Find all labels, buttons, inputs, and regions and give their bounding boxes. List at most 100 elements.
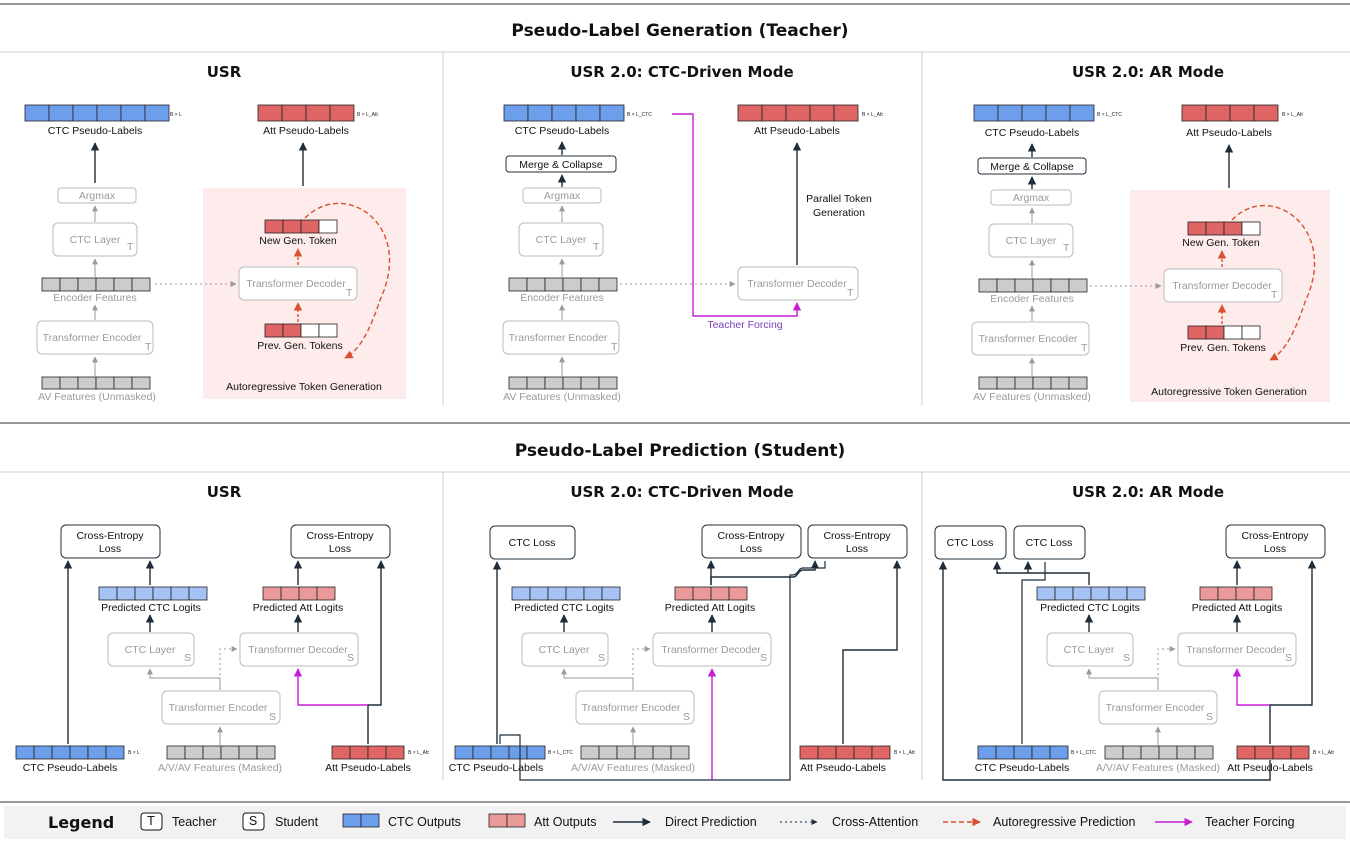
token-cell bbox=[1205, 325, 1225, 340]
token-cell bbox=[1049, 745, 1069, 760]
token-cell bbox=[508, 376, 528, 390]
token-cell bbox=[511, 586, 531, 601]
legend: Legend T Teacher S Student CTC Outputs A… bbox=[4, 806, 1346, 839]
argmax-box bbox=[57, 187, 137, 204]
token-cell bbox=[113, 376, 133, 390]
ctc-layer-box bbox=[988, 223, 1074, 258]
new-gen-token-cells bbox=[1187, 221, 1261, 236]
token-cell bbox=[1054, 586, 1074, 601]
token-cell bbox=[544, 277, 564, 292]
token-cell bbox=[1069, 104, 1095, 122]
teacher-panel-title-ar-mode: USR 2.0: AR Mode bbox=[1072, 63, 1224, 81]
token-cell bbox=[503, 104, 529, 122]
token-cell bbox=[565, 586, 585, 601]
ctc-pseudo-labels-label: CTC Pseudo-Labels bbox=[985, 127, 1080, 139]
student-ctc-driven-panel: CTC Loss Cross-Entropy Loss Cross-Entrop… bbox=[449, 524, 915, 781]
att-pseudo-labels-label: Att Pseudo-Labels bbox=[325, 762, 411, 774]
token-cell bbox=[77, 376, 97, 390]
merge-collapse-label: Merge & Collapse bbox=[990, 161, 1074, 173]
dim-annotation: B × L bbox=[170, 112, 182, 118]
dim-annotation: B × L bbox=[128, 750, 140, 756]
token-cell bbox=[1032, 278, 1052, 293]
token-cell bbox=[997, 104, 1023, 122]
token-cell bbox=[262, 586, 282, 601]
token-cell bbox=[454, 745, 474, 760]
loss-label: Loss bbox=[99, 543, 121, 555]
new-gen-token-label: New Gen. Token bbox=[259, 235, 337, 247]
ctc-pseudo-labels-label: CTC Pseudo-Labels bbox=[975, 762, 1070, 774]
masked-feature-cells bbox=[580, 745, 690, 760]
token-cell bbox=[737, 104, 763, 122]
token-cell bbox=[785, 104, 811, 122]
merge-collapse-label: Merge & Collapse bbox=[519, 159, 603, 171]
dim-annotation: B × L_Att bbox=[1313, 750, 1334, 756]
transformer-encoder-box bbox=[36, 320, 154, 355]
token-cell bbox=[264, 323, 284, 338]
token-cell bbox=[152, 586, 172, 601]
token-cell bbox=[692, 586, 712, 601]
att-pseudo-label-cells bbox=[737, 104, 859, 122]
token-cell bbox=[488, 813, 508, 828]
token-cell bbox=[256, 745, 276, 760]
att-pseudo-labels-label: Att Pseudo-Labels bbox=[1186, 127, 1272, 139]
merge-collapse-box bbox=[505, 155, 617, 173]
token-cell bbox=[580, 277, 600, 292]
prev-gen-token-cells bbox=[1187, 325, 1261, 340]
student-usr-panel: Cross-Entropy Loss Cross-Entropy Loss Pr… bbox=[15, 524, 429, 774]
token-cell bbox=[113, 277, 133, 292]
token-cell bbox=[41, 277, 61, 292]
ctc-layer-box bbox=[521, 632, 609, 667]
token-cell bbox=[761, 104, 787, 122]
predicted-ctc-logit-cells bbox=[98, 586, 208, 601]
predicted-ctc-logits-label: Predicted CTC Logits bbox=[514, 602, 614, 614]
token-cell bbox=[116, 586, 136, 601]
att-pseudo-label-cells bbox=[257, 104, 355, 122]
encoder-features-label: Encoder Features bbox=[520, 292, 603, 304]
predicted-ctc-logits-label: Predicted CTC Logits bbox=[1040, 602, 1140, 614]
token-cell bbox=[977, 745, 997, 760]
token-cell bbox=[1176, 745, 1196, 760]
transformer-encoder-label: Transformer Encoder bbox=[43, 332, 142, 344]
token-cell bbox=[51, 745, 71, 760]
token-cell bbox=[202, 745, 222, 760]
token-cell bbox=[59, 376, 79, 390]
token-cell bbox=[670, 745, 690, 760]
student-legend-letter: S bbox=[249, 814, 257, 828]
token-cell bbox=[316, 586, 336, 601]
ctc-pseudo-label-cells bbox=[973, 104, 1095, 122]
token-cell bbox=[238, 745, 258, 760]
token-cell bbox=[120, 104, 146, 122]
token-cell bbox=[331, 745, 351, 760]
student-subscript: S bbox=[1285, 652, 1292, 664]
new-gen-token-label: New Gen. Token bbox=[1182, 237, 1260, 249]
ctc-pseudo-labels-label: CTC Pseudo-Labels bbox=[48, 125, 143, 137]
student-subscript: S bbox=[598, 652, 605, 664]
token-cell bbox=[527, 104, 553, 122]
student-panel-title-usr: USR bbox=[207, 483, 242, 501]
cross-attention-legend-label: Cross-Attention bbox=[832, 815, 918, 829]
ctc-loss-box bbox=[1013, 525, 1086, 560]
token-cell bbox=[342, 813, 362, 828]
token-cell bbox=[562, 376, 582, 390]
token-cell bbox=[1241, 221, 1261, 236]
token-cell bbox=[710, 586, 730, 601]
token-cell bbox=[1126, 586, 1146, 601]
ctc-loss-label: CTC Loss bbox=[509, 537, 556, 549]
av-features-label: AV Features (Unmasked) bbox=[38, 391, 156, 403]
direct-prediction-legend-label: Direct Prediction bbox=[665, 815, 757, 829]
cross-entropy-loss-box bbox=[807, 524, 908, 559]
encoder-feature-cells bbox=[508, 277, 618, 292]
token-cell bbox=[1235, 586, 1255, 601]
token-cell bbox=[544, 376, 564, 390]
token-cell bbox=[33, 745, 53, 760]
masked-features-label: A/V/AV Features (Masked) bbox=[158, 762, 282, 774]
token-cell bbox=[298, 586, 318, 601]
token-cell bbox=[1068, 376, 1088, 390]
ctc-layer-box bbox=[107, 632, 195, 667]
teacher-section-title: Pseudo-Label Generation (Teacher) bbox=[511, 21, 848, 41]
token-cell bbox=[300, 323, 320, 338]
argmax-label: Argmax bbox=[1013, 192, 1050, 204]
transformer-decoder-label: Transformer Decoder bbox=[1172, 280, 1272, 292]
transformer-decoder-box bbox=[1163, 268, 1283, 303]
ctc-outputs-legend-label: CTC Outputs bbox=[388, 815, 461, 829]
